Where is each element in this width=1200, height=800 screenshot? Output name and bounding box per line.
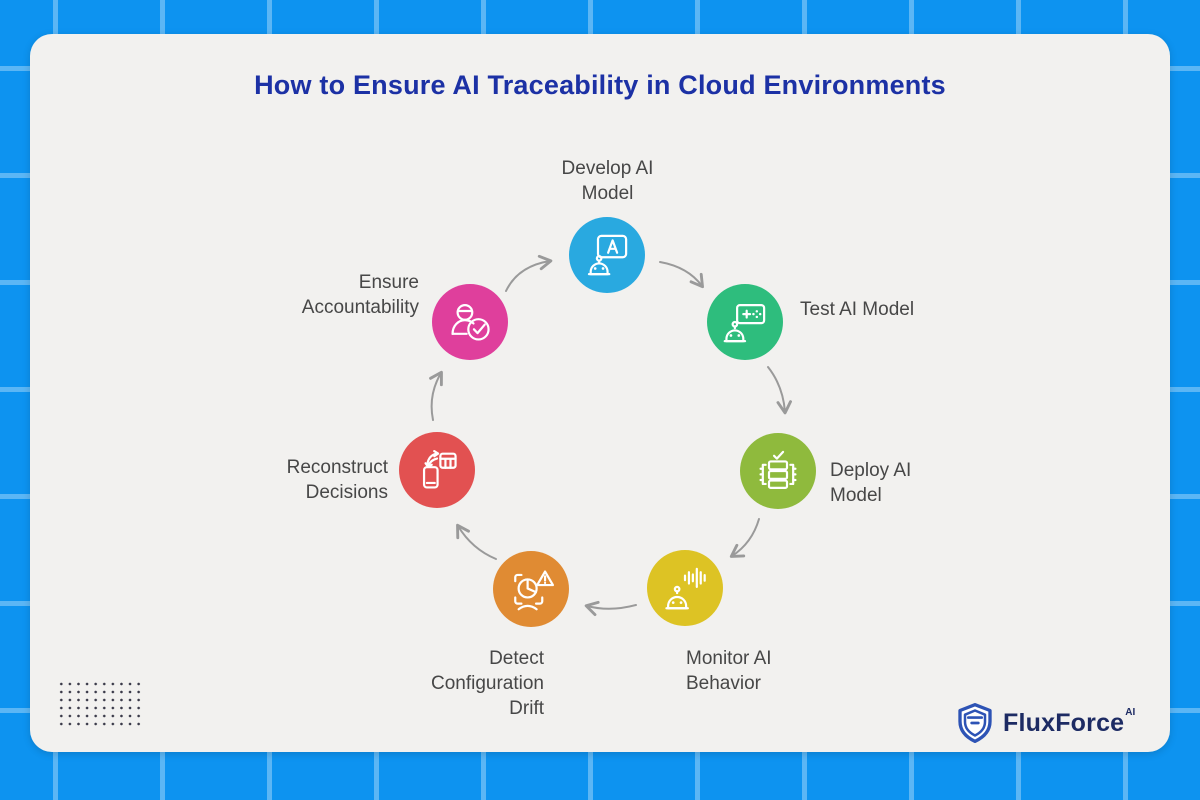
step-label-monitor-ai-behavior: Monitor AI Behavior: [686, 648, 772, 694]
step-label-deploy-ai-model: Deploy AI Model: [830, 460, 912, 506]
step-circle-reconstruct-decisions: [399, 432, 475, 508]
step-label-detect-configuration-drift: Detect Configuration Drift: [430, 648, 544, 719]
page-title: How to Ensure AI Traceability in Cloud E…: [254, 70, 946, 100]
dot-grid-decoration: [57, 680, 143, 727]
infographic-card: [30, 34, 1170, 752]
step-circle-deploy-ai-model: [740, 433, 816, 509]
scan-warning-icon: [504, 562, 558, 616]
robot-test-panel-icon: [718, 295, 772, 349]
step-label-develop-ai-model: Develop AI Model: [561, 158, 654, 204]
robot-screen-a-icon: [580, 228, 634, 282]
step-label-reconstruct-decisions: Reconstruct Decisions: [286, 457, 388, 503]
step-circle-test-ai-model: [707, 284, 783, 360]
step-circle-detect-configuration-drift: [493, 551, 569, 627]
robot-waveform-icon: [658, 561, 712, 615]
step-circle-ensure-accountability: [432, 284, 508, 360]
person-check-icon: [443, 295, 497, 349]
server-check-icon: [751, 444, 805, 498]
step-circle-develop-ai-model: [569, 217, 645, 293]
brand-logo: FluxForceAI: [955, 702, 1135, 744]
step-circle-monitor-ai-behavior: [647, 550, 723, 626]
shield-icon: [958, 703, 992, 743]
device-swap-calculator-icon: [410, 443, 464, 497]
brand-name: FluxForce: [1003, 708, 1125, 737]
brand-suffix: AI: [1125, 707, 1136, 719]
step-label-test-ai-model: Test AI Model: [800, 299, 915, 320]
step-label-ensure-accountability: Ensure Accountability: [301, 272, 419, 318]
